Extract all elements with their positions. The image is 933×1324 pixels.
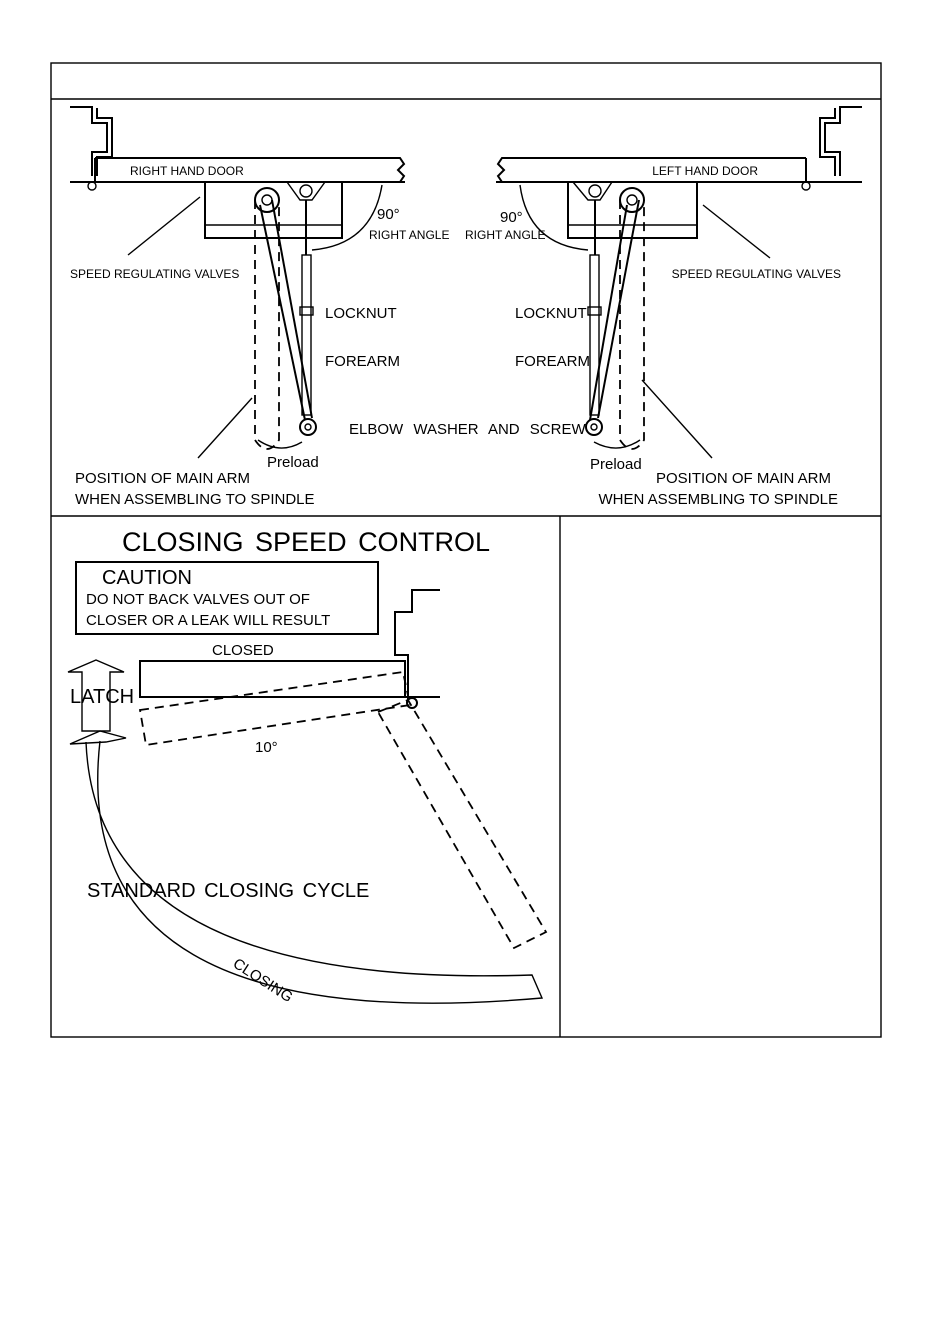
closed-door-panel (139, 660, 406, 698)
speed-valves-left-label: SPEED REGULATING VALVES (70, 267, 239, 281)
main-arm-left-line1: POSITION OF MAIN ARM (75, 470, 250, 487)
locknut-left-label: LOCKNUT (325, 305, 397, 322)
main-arm-left-line2: WHEN ASSEMBLING TO SPINDLE (75, 491, 315, 508)
closing-arrow-icon (69, 730, 544, 1004)
angle-left-label: RIGHT ANGLE (369, 228, 449, 242)
closing-label: CLOSING (230, 955, 296, 1006)
latch-label: LATCH (70, 686, 134, 708)
preload-right-label: Preload (590, 456, 642, 473)
forearm-right-label: FOREARM (515, 353, 590, 370)
closing-speed-title: CLOSING SPEED CONTROL (122, 527, 490, 557)
angle-right-label: RIGHT ANGLE (465, 228, 545, 242)
main-arm-right-line1: POSITION OF MAIN ARM (656, 470, 831, 487)
closing-cycle-label: STANDARD CLOSING CYCLE (87, 880, 369, 902)
angle-10-label: 10° (255, 739, 278, 756)
left-hand-door-label: LEFT HAND DOOR (652, 164, 758, 178)
caution-line1: DO NOT BACK VALVES OUT OF (86, 591, 310, 608)
speed-valves-right-label: SPEED REGULATING VALVES (672, 267, 841, 281)
right-hand-door-label: RIGHT HAND DOOR (130, 164, 244, 178)
right-hand-door-assembly: RIGHT HAND DOOR 90° RIGHT ANGLE SPEED RE… (70, 106, 449, 508)
diagram-frame (50, 62, 882, 1038)
preload-left-label: Preload (267, 454, 319, 471)
caution-title: CAUTION (102, 567, 192, 589)
angle-left-degree: 90° (377, 206, 400, 223)
elbow-washer-label: ELBOW WASHER AND SCREW (349, 421, 586, 438)
angle-right-degree: 90° (500, 209, 523, 226)
caution-line2: CLOSER OR A LEAK WILL RESULT (86, 612, 330, 629)
forearm-left-label: FOREARM (325, 353, 400, 370)
caution-box (75, 561, 379, 635)
main-arm-right-line2: WHEN ASSEMBLING TO SPINDLE (598, 491, 838, 508)
closing-speed-control-panel: CLOSING SPEED CONTROL CAUTION DO NOT BAC… (67, 527, 548, 1006)
closed-label: CLOSED (212, 642, 274, 659)
latch-arrow-icon (67, 659, 125, 732)
locknut-right-label: LOCKNUT (515, 305, 587, 322)
left-hand-door-assembly: LEFT HAND DOOR 90° RIGHT ANGLE SPEED REG… (465, 106, 862, 508)
